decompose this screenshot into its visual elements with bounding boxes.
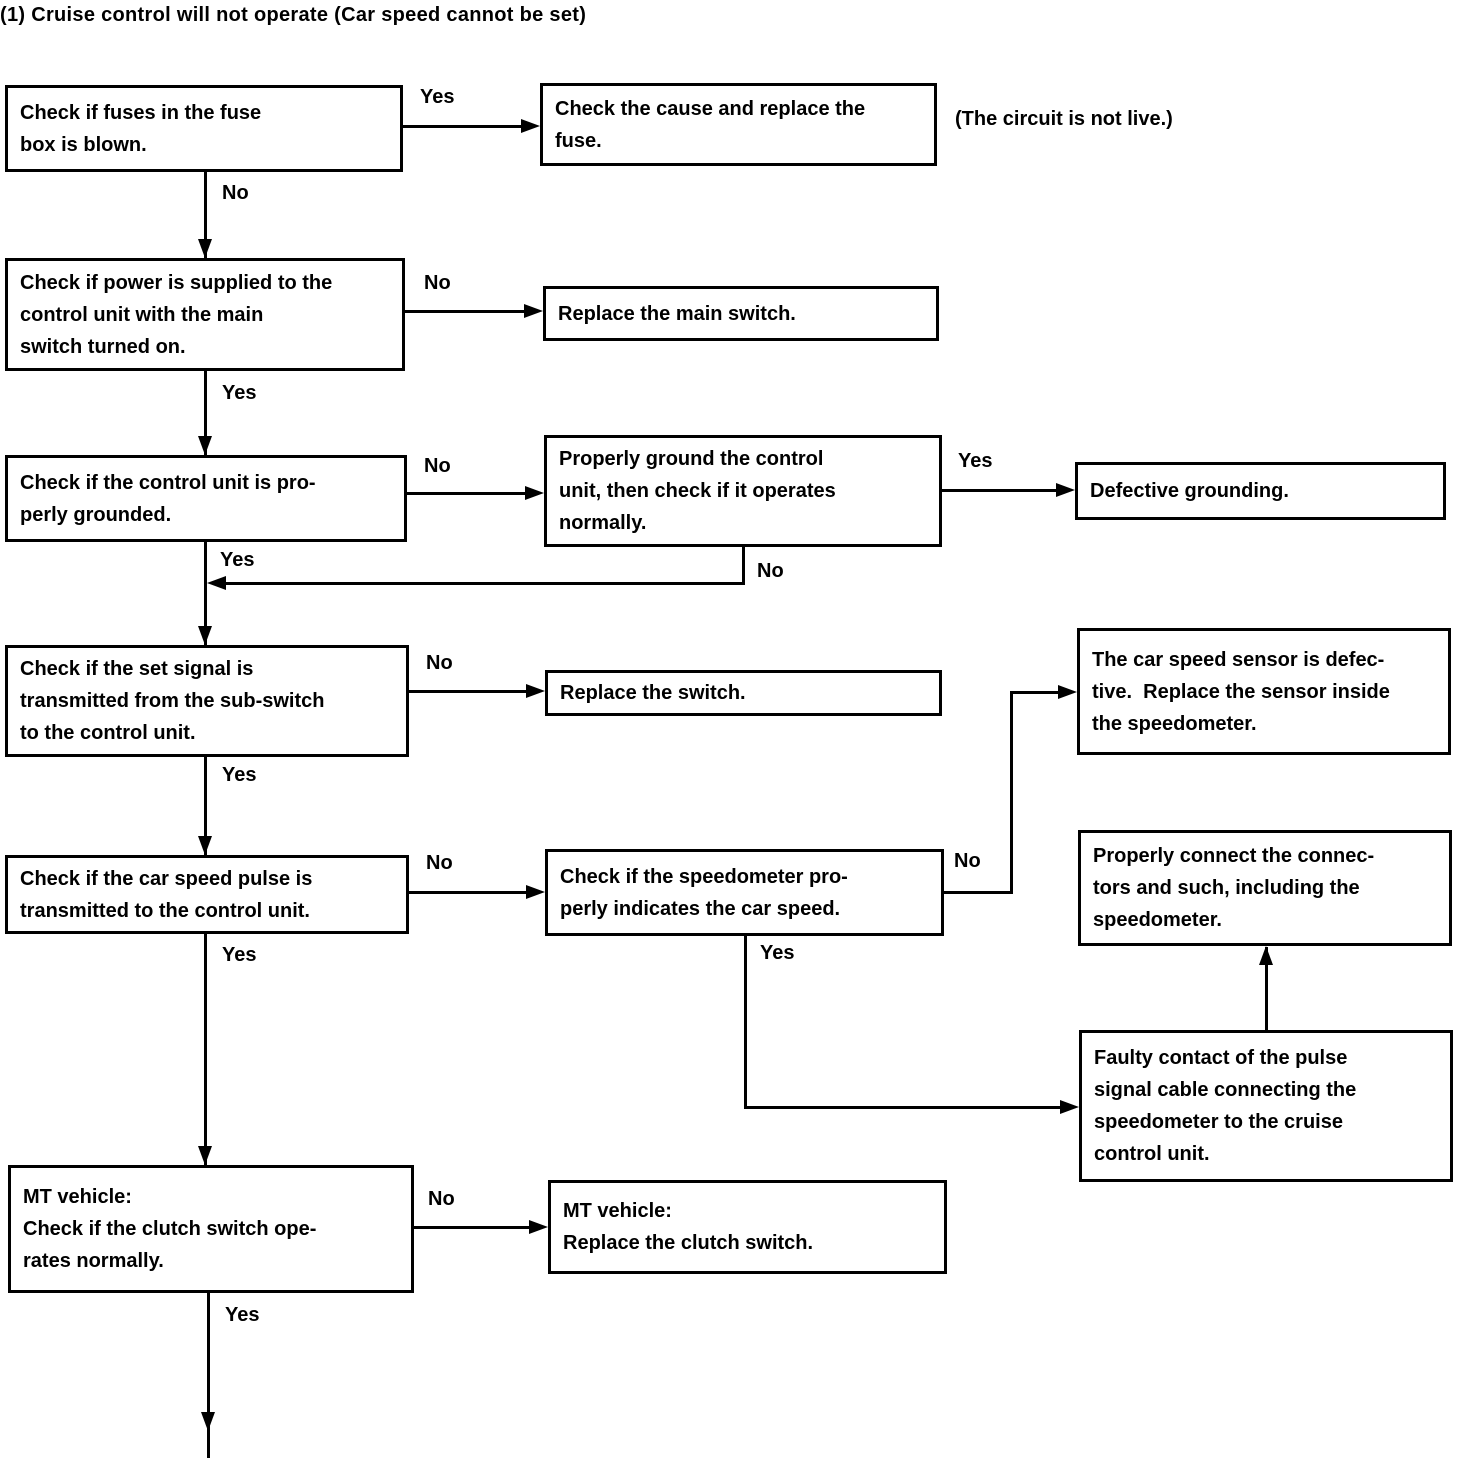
edge-label-pulse-no: No [426,852,453,874]
connector-clutch-no-line [414,1226,530,1229]
arrowhead-set-signal-yes [198,836,212,855]
node-check-speedometer: Check if the speedometer pro- perly indi… [545,849,944,936]
connector-speedometer-yes-vline [744,936,747,1109]
connector-ground-result-yes-line [942,489,1058,492]
connector-clutch-yes-line [207,1293,210,1458]
arrowhead-fuse-no [198,239,212,258]
arrowhead-power-yes [198,436,212,455]
edge-label-clutch-yes: Yes [225,1304,260,1326]
node-check-power: Check if power is supplied to the contro… [5,258,405,371]
connector-speedometer-no-h2 [1010,691,1060,694]
connector-speedometer-no-vline [1010,691,1013,894]
edge-label-fuse-no: No [222,182,249,204]
edge-label-ground-result-no: No [757,560,784,582]
node-check-pulse: Check if the car speed pulse is transmit… [5,855,409,934]
arrowhead-faulty-contact-up [1259,946,1273,965]
connector-ground-yes-line [204,542,207,645]
edge-label-power-no: No [424,272,451,294]
node-check-set-signal: Check if the set signal is transmitted f… [5,645,409,757]
arrowhead-speedometer-no [1058,685,1077,699]
connector-speedometer-no-h1 [944,891,1013,894]
connector-fuse-no-line [204,172,207,258]
connector-set-signal-no-line [409,690,528,693]
arrowhead-ground-yes [198,626,212,645]
arrowhead-ground-no [525,486,544,500]
node-sensor-defective: The car speed sensor is defec- tive. Rep… [1077,628,1451,755]
connector-speedometer-yes-hline [744,1106,1062,1109]
arrowhead-pulse-yes [198,1146,212,1165]
connector-ground-result-no-line [220,582,745,585]
edge-label-fuse-yes: Yes [420,86,455,108]
edge-label-speedometer-no: No [954,850,981,872]
node-faulty-contact: Faulty contact of the pulse signal cable… [1079,1030,1453,1182]
arrowhead-set-signal-no [526,684,545,698]
node-connect-connectors: Properly connect the connec- tors and su… [1078,830,1452,946]
node-replace-fuse: Check the cause and replace the fuse. [540,83,937,166]
edge-label-set-signal-no: No [426,652,453,674]
connector-ground-result-no-drop [742,547,745,585]
arrowhead-clutch-yes [201,1412,215,1431]
node-replace-switch: Replace the switch. [545,670,942,716]
arrowhead-ground-result-yes [1056,483,1075,497]
arrowhead-fuse-yes [521,119,540,133]
arrowhead-clutch-no [529,1220,548,1234]
edge-label-ground-no: No [424,455,451,477]
connector-pulse-no-line [409,891,528,894]
node-defective-grounding: Defective grounding. [1075,462,1446,520]
edge-label-pulse-yes: Yes [222,944,257,966]
connector-fuse-yes-line [403,125,525,128]
node-replace-clutch-switch: MT vehicle: Replace the clutch switch. [548,1180,947,1274]
connector-power-no-line [405,310,527,313]
edge-label-speedometer-yes: Yes [760,942,795,964]
connector-pulse-yes-line [204,934,207,1165]
circuit-note: (The circuit is not live.) [955,108,1173,130]
arrowhead-pulse-no [526,885,545,899]
edge-label-ground-result-yes: Yes [958,450,993,472]
connector-set-signal-yes-line [204,757,207,855]
edge-label-power-yes: Yes [222,382,257,404]
arrowhead-speedometer-yes [1060,1100,1079,1114]
edge-label-ground-yes: Yes [220,549,255,571]
node-ground-control-unit: Properly ground the control unit, then c… [544,435,942,547]
edge-label-clutch-no: No [428,1188,455,1210]
node-replace-main-switch: Replace the main switch. [543,286,939,341]
node-check-clutch: MT vehicle: Check if the clutch switch o… [8,1165,414,1293]
arrowhead-ground-result-no [207,576,226,590]
connector-ground-no-line [407,492,527,495]
arrowhead-power-no [524,304,543,318]
page-title: (1) Cruise control will not operate (Car… [0,4,587,26]
edge-label-set-signal-yes: Yes [222,764,257,786]
connector-faulty-contact-up-line [1265,947,1268,1030]
connector-power-yes-line [204,371,207,455]
node-check-ground: Check if the control unit is pro- perly … [5,455,407,542]
node-check-fuse: Check if fuses in the fuse box is blown. [5,85,403,172]
